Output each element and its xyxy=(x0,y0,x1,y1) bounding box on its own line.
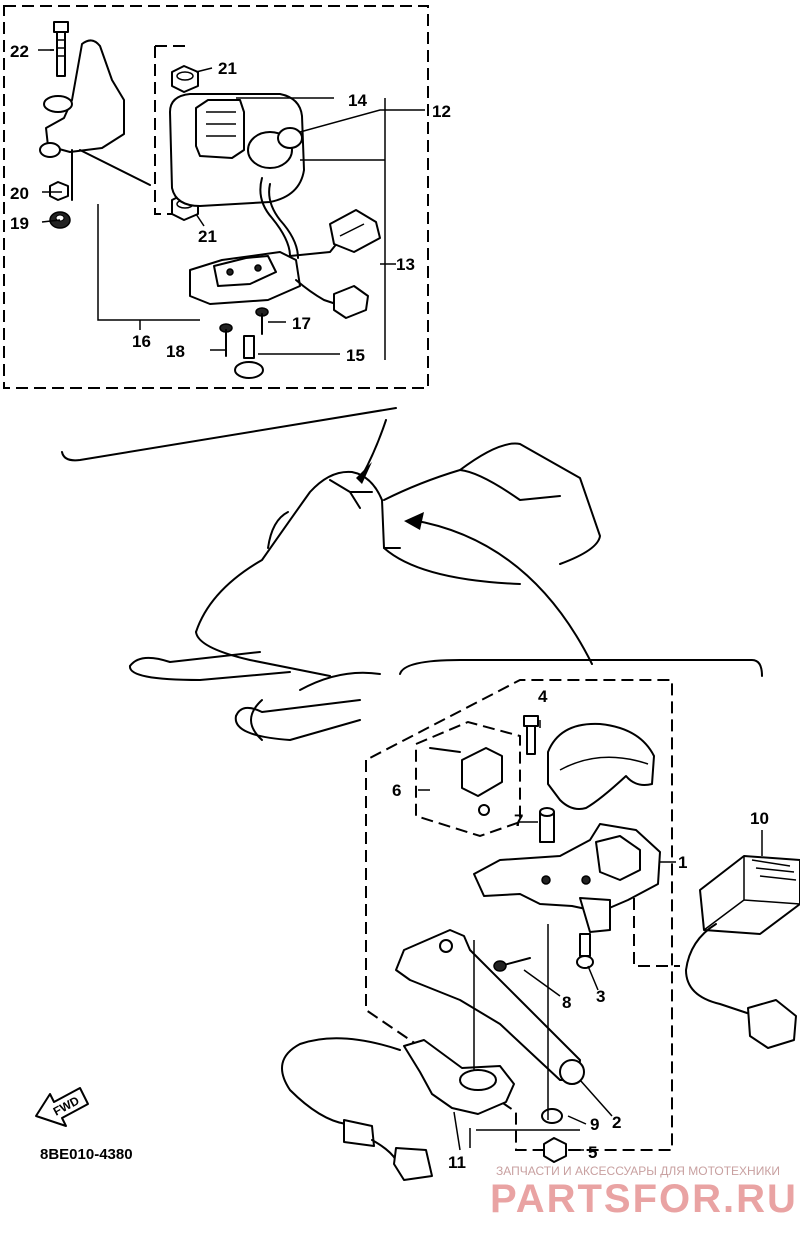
callout-20: 20 xyxy=(10,184,29,203)
sensor-11 xyxy=(281,1037,515,1181)
forward-arrow-icon: FWD xyxy=(35,1087,89,1127)
nut-20 xyxy=(49,181,69,201)
lower-assembly-group xyxy=(281,679,800,1181)
callout-10: 10 xyxy=(750,809,769,828)
screw-15 xyxy=(234,335,264,379)
sub-box-6 xyxy=(415,720,521,838)
callout-1: 1 xyxy=(678,853,687,872)
callout-8: 8 xyxy=(562,993,571,1012)
nut-21-upper xyxy=(171,65,199,93)
bolt-4 xyxy=(523,715,539,755)
screw-8 xyxy=(493,957,531,972)
screw-3 xyxy=(576,933,594,969)
callout-15: 15 xyxy=(346,346,365,365)
upper-detail-box xyxy=(3,5,429,389)
switch-housing-14 xyxy=(169,93,305,207)
sleeve-7 xyxy=(539,807,555,843)
throttle-housing-1 xyxy=(473,823,661,933)
callout-13: 13 xyxy=(396,255,415,274)
callout-21-lower: 21 xyxy=(198,227,217,246)
snowmobile-outline xyxy=(61,407,763,741)
callout-5: 5 xyxy=(588,1143,597,1162)
screw-18 xyxy=(219,323,233,357)
connector-13 xyxy=(329,209,381,253)
screw-17 xyxy=(255,307,269,335)
callout-3: 3 xyxy=(596,987,605,1006)
watermark-logo: PARTSFOR.RU xyxy=(490,1177,798,1221)
callout-22: 22 xyxy=(10,42,29,61)
diagram-code: 8BE010-4380 xyxy=(40,1146,133,1163)
callout-12: 12 xyxy=(432,102,451,121)
callout-21-upper: 21 xyxy=(218,59,237,78)
watermark-tagline: ЗАПЧАСТИ И АКСЕССУАРЫ ДЛЯ МОТОТЕХНИКИ xyxy=(496,1164,780,1178)
throttle-lever-2 xyxy=(395,929,585,1085)
upper-detail-group xyxy=(3,5,429,389)
callout-17: 17 xyxy=(292,314,311,333)
washer-9 xyxy=(541,1108,563,1124)
callout-9: 9 xyxy=(590,1115,599,1134)
grip-cap xyxy=(547,722,655,810)
callout-19: 19 xyxy=(10,214,29,233)
callout-6: 6 xyxy=(392,781,401,800)
connector-16 xyxy=(333,285,369,319)
connector-6 xyxy=(429,747,503,816)
callout-labels: 22 21 14 12 20 19 21 13 17 16 18 15 4 6 … xyxy=(10,42,769,1172)
switch-unit-16 xyxy=(189,251,301,305)
callout-18: 18 xyxy=(166,342,185,361)
nut-5 xyxy=(543,1137,567,1163)
control-module-10 xyxy=(685,855,800,1049)
bolt-22 xyxy=(53,21,69,77)
callout-7: 7 xyxy=(514,811,523,830)
assembly-box-1 xyxy=(365,679,673,1151)
handlebar-bracket xyxy=(45,39,125,153)
callout-11: 11 xyxy=(448,1153,466,1172)
callout-14: 14 xyxy=(348,91,367,110)
callout-2: 2 xyxy=(612,1113,621,1132)
callout-4: 4 xyxy=(538,687,548,706)
watermark: ЗАПЧАСТИ И АКСЕССУАРЫ ДЛЯ МОТОТЕХНИКИ PA… xyxy=(490,1164,798,1221)
callout-16: 16 xyxy=(132,332,151,351)
